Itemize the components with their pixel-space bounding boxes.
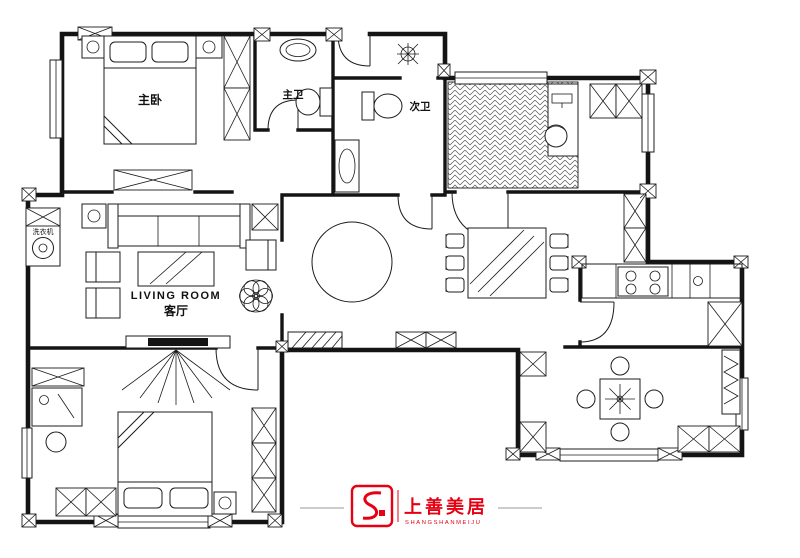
master-bedroom-label: 主卧 xyxy=(138,92,162,107)
armchair-back xyxy=(85,287,97,319)
shoe-cabinet xyxy=(287,331,343,349)
stool xyxy=(644,389,664,409)
shoe-rack xyxy=(721,349,741,415)
stool xyxy=(576,389,596,409)
logo-mark-frame xyxy=(350,484,394,528)
round-rug xyxy=(311,221,393,303)
armchair xyxy=(95,251,121,283)
ceiling-lamp-icon xyxy=(397,43,419,65)
toilet-tank xyxy=(361,91,375,121)
armchair-back xyxy=(85,251,97,283)
chair xyxy=(445,277,465,293)
pillow xyxy=(169,487,209,509)
logo-mark-icon xyxy=(362,491,382,520)
pillow xyxy=(123,487,163,509)
sofa-arm xyxy=(107,203,119,249)
living-room xyxy=(81,203,279,405)
chair xyxy=(544,124,568,148)
stool xyxy=(610,422,630,442)
master-bedroom xyxy=(81,35,251,191)
living-room-label-en: LIVING ROOM xyxy=(131,290,221,302)
side-table xyxy=(81,203,107,229)
chair xyxy=(549,277,569,293)
master-bath-label: 主卫 xyxy=(283,88,304,101)
master-bathroom xyxy=(279,38,333,117)
washing-machine-label: 洗衣机 xyxy=(33,227,54,236)
toilet xyxy=(373,93,403,119)
sink xyxy=(279,38,317,62)
brand-logo: 上善美居 SHANGSHANMEIJU xyxy=(300,484,542,528)
stool xyxy=(610,356,630,376)
nightstand xyxy=(213,491,237,515)
second-bath-label: 次卫 xyxy=(410,100,431,113)
second-bedroom xyxy=(31,367,277,517)
coffee-table xyxy=(137,251,215,287)
study-area xyxy=(544,83,643,157)
armchair-back xyxy=(267,239,277,271)
stove xyxy=(617,266,669,297)
leisure-room xyxy=(519,349,741,453)
pillow xyxy=(109,41,147,63)
corridor-cabinets xyxy=(287,331,457,349)
toilet xyxy=(295,88,321,116)
second-bathroom xyxy=(334,91,403,193)
logo-name: 上善美居 xyxy=(404,496,488,517)
chair xyxy=(445,233,465,249)
armchair xyxy=(95,287,121,319)
bed xyxy=(117,411,213,517)
washing-machine xyxy=(32,237,54,259)
sofa-back xyxy=(117,203,241,217)
counter xyxy=(581,263,743,299)
laundry-niche xyxy=(25,207,61,267)
tv xyxy=(148,338,208,346)
bed xyxy=(103,35,197,145)
interior-walls xyxy=(26,32,744,352)
dining-set xyxy=(445,227,569,299)
logo-subtext: SHANGSHANMEIJU xyxy=(405,520,482,526)
chair xyxy=(445,255,465,271)
plant-icon xyxy=(239,279,273,313)
room-labels: 主卧 主卫 次卫 LIVING ROOM 客厅 洗衣机 xyxy=(33,88,431,318)
pillow xyxy=(151,41,189,63)
chair xyxy=(549,233,569,249)
desk xyxy=(31,387,83,427)
armchair xyxy=(245,239,269,271)
chair xyxy=(549,255,569,271)
living-room-label-zh: 客厅 xyxy=(163,303,188,318)
tv-viewing-rays xyxy=(121,349,231,405)
stool xyxy=(45,431,67,453)
nightstand xyxy=(81,35,105,59)
kitchen-sink xyxy=(693,276,703,286)
toilet-tank xyxy=(319,87,333,117)
sofa-seat xyxy=(117,215,241,247)
wall-columns xyxy=(21,26,749,528)
nightstand xyxy=(195,35,223,59)
kitchen xyxy=(581,263,743,347)
